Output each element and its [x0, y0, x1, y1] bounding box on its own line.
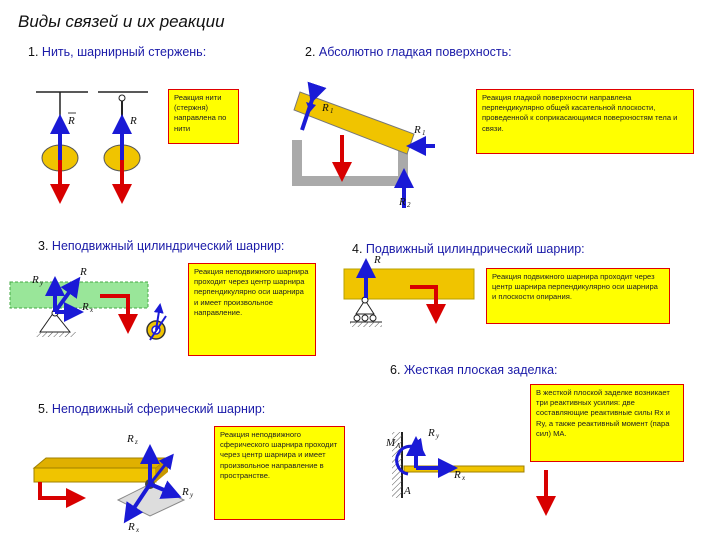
movable-hinge-diagram: R: [343, 254, 475, 327]
svg-text:R: R: [81, 301, 89, 313]
svg-text:R: R: [129, 115, 137, 127]
svg-text:1: 1: [422, 129, 426, 137]
svg-text:R: R: [126, 433, 134, 445]
svg-text:R: R: [373, 254, 381, 266]
svg-text:M: M: [385, 437, 396, 449]
note-movable-hinge: Реакция подвижного шарнира проходит чере…: [486, 268, 670, 324]
svg-text:R: R: [453, 469, 461, 481]
svg-text:2: 2: [407, 201, 411, 209]
svg-text:y: y: [435, 432, 440, 440]
note-fixed-hinge: Реакция неподвижного шарнира проходит че…: [188, 263, 316, 356]
svg-text:x: x: [461, 474, 466, 482]
svg-text:1: 1: [330, 107, 334, 115]
note-thread: Реакция нити (стержня) направлена по нит…: [168, 89, 239, 144]
svg-text:R: R: [413, 124, 421, 136]
svg-text:R: R: [67, 115, 75, 127]
note-smooth-surface: Реакция гладкой поверхности направлена п…: [476, 89, 694, 154]
thread-diagram: R: [36, 91, 88, 204]
section-1-heading: 1. Нить, шарнирный стержень:: [28, 45, 207, 59]
note-spherical-hinge: Реакция неподвижного сферического шарнир…: [214, 426, 345, 520]
page-title: Виды связей и их реакции: [18, 12, 225, 31]
svg-text:x: x: [135, 526, 140, 534]
section-2-heading: 2. Абсолютно гладкая поверхность:: [305, 45, 512, 59]
svg-text:R: R: [181, 486, 189, 498]
note-rigid-fixing: В жесткой плоской заделке возникает три …: [530, 384, 684, 462]
svg-text:y: y: [189, 491, 194, 499]
svg-text:R: R: [79, 266, 87, 278]
rod-diagram: R: [98, 91, 148, 204]
svg-text:y: y: [39, 279, 44, 287]
svg-text:R: R: [321, 102, 329, 114]
svg-text:z: z: [134, 438, 138, 446]
svg-text:R: R: [427, 427, 435, 439]
section-3-heading: 3. Неподвижный цилиндрический шарнир:: [38, 239, 285, 253]
svg-text:R: R: [398, 196, 406, 208]
section-4-heading: 4. Подвижный цилиндрический шарнир:: [352, 242, 585, 256]
section-6-heading: 6. Жесткая плоская заделка:: [390, 363, 558, 377]
svg-text:x: x: [89, 306, 94, 314]
svg-text:A: A: [403, 485, 411, 497]
svg-text:R: R: [31, 274, 39, 286]
svg-text:A: A: [395, 442, 401, 450]
svg-text:R: R: [127, 521, 135, 533]
section-5-heading: 5. Неподвижный сферический шарнир:: [38, 402, 266, 416]
